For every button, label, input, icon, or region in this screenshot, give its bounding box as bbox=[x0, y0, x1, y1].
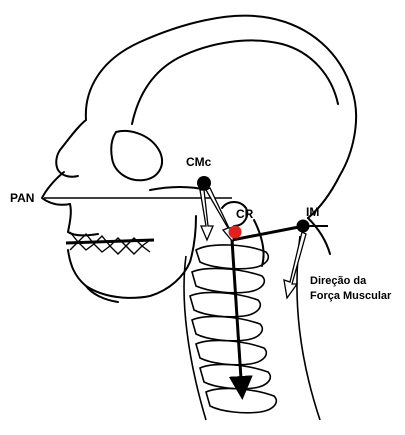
label-cr: CR bbox=[236, 207, 254, 221]
brow-ridge bbox=[56, 120, 86, 177]
occiput bbox=[308, 218, 330, 254]
cr-marker bbox=[229, 226, 242, 239]
vertebra-c5 bbox=[196, 341, 266, 365]
neck-back bbox=[297, 236, 320, 420]
orbit bbox=[111, 131, 162, 180]
cranium-inner bbox=[132, 40, 338, 124]
nose bbox=[42, 172, 70, 205]
mastoid bbox=[254, 220, 264, 266]
vertebra-c2 bbox=[192, 269, 264, 293]
label-pan: PAN bbox=[10, 191, 34, 205]
label-im: IM bbox=[306, 205, 319, 219]
im-point bbox=[297, 220, 310, 233]
cervical-spine bbox=[184, 236, 320, 420]
label-force-line1: Direção da bbox=[310, 275, 367, 287]
cranium-outer bbox=[86, 16, 356, 218]
vertebra-c3 bbox=[190, 293, 260, 317]
mandible bbox=[68, 216, 196, 298]
cmc-point bbox=[197, 176, 211, 190]
label-cmc: CMc bbox=[186, 155, 212, 169]
label-force-line2: Força Muscular bbox=[310, 290, 392, 302]
muscle-force-arrow bbox=[284, 232, 306, 298]
vertebra-c4 bbox=[192, 317, 262, 341]
vertebra-c6 bbox=[200, 365, 270, 389]
force-lines bbox=[44, 188, 328, 394]
upper-face bbox=[68, 204, 98, 235]
cr-im-line bbox=[232, 226, 304, 240]
